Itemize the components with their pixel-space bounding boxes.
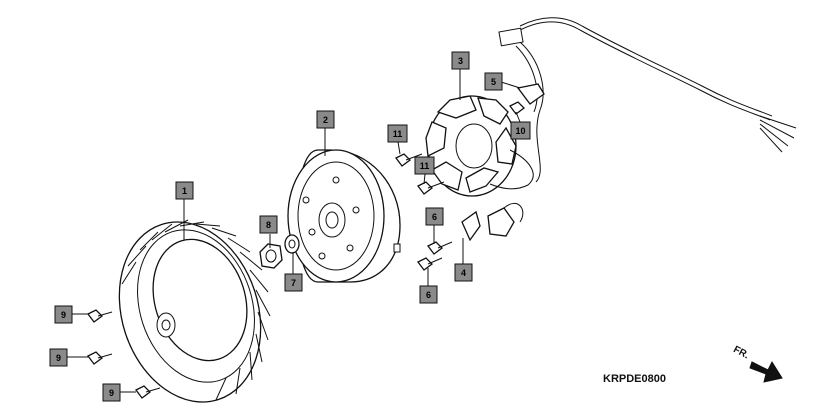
leader-lines xyxy=(66,68,521,393)
bolt-9c xyxy=(135,385,161,399)
bolt-11b xyxy=(417,181,445,195)
callout-1: 1 xyxy=(175,181,194,200)
callout-6b: 6 xyxy=(419,285,438,304)
bolt-10 xyxy=(509,101,525,115)
callout-9b: 9 xyxy=(49,348,68,367)
callout-4: 4 xyxy=(454,263,473,282)
bolt-9a xyxy=(87,309,113,323)
bolt-6b xyxy=(417,257,443,271)
wire-harness xyxy=(498,17,797,183)
forward-label: FR. xyxy=(731,344,751,361)
svg-text:11: 11 xyxy=(420,161,430,171)
bolt-11a xyxy=(395,153,423,167)
pulse-generator xyxy=(461,202,524,242)
svg-text:4: 4 xyxy=(461,268,466,278)
svg-text:1: 1 xyxy=(182,186,187,196)
callout-11b: 11 xyxy=(414,156,435,175)
svg-text:9: 9 xyxy=(109,388,114,398)
washer xyxy=(284,234,300,254)
bolt-9b xyxy=(87,351,113,365)
callout-11a: 11 xyxy=(387,124,408,143)
flywheel xyxy=(287,149,401,283)
forward-arrow-icon xyxy=(749,360,783,383)
svg-text:11: 11 xyxy=(393,129,403,139)
callout-7: 7 xyxy=(284,273,303,292)
callout-5: 5 xyxy=(484,72,503,91)
callout-9a: 9 xyxy=(54,305,73,324)
callouts: 1 2 3 4 5 6 6 7 xyxy=(49,51,531,402)
callout-6a: 6 xyxy=(425,207,444,226)
cooling-fan xyxy=(118,219,271,403)
svg-text:6: 6 xyxy=(426,290,431,300)
svg-text:6: 6 xyxy=(432,212,437,222)
callout-2: 2 xyxy=(316,110,335,129)
svg-text:8: 8 xyxy=(266,220,271,230)
forward-direction-indicator: FR. xyxy=(731,344,783,383)
svg-text:3: 3 xyxy=(458,56,463,66)
svg-text:10: 10 xyxy=(515,126,525,136)
diagram-code: KRPDE0800 xyxy=(603,373,666,385)
bolt-6a xyxy=(427,241,453,255)
stator xyxy=(425,95,534,197)
callout-9c: 9 xyxy=(102,383,121,402)
callout-10: 10 xyxy=(510,121,531,140)
bolts xyxy=(87,101,525,399)
svg-text:7: 7 xyxy=(291,278,296,288)
callout-8: 8 xyxy=(259,215,278,234)
callout-3: 3 xyxy=(451,51,470,70)
svg-text:9: 9 xyxy=(61,310,66,320)
svg-text:5: 5 xyxy=(491,77,496,87)
flywheel-nut xyxy=(259,243,283,269)
svg-text:9: 9 xyxy=(56,353,61,363)
svg-text:2: 2 xyxy=(323,115,328,125)
